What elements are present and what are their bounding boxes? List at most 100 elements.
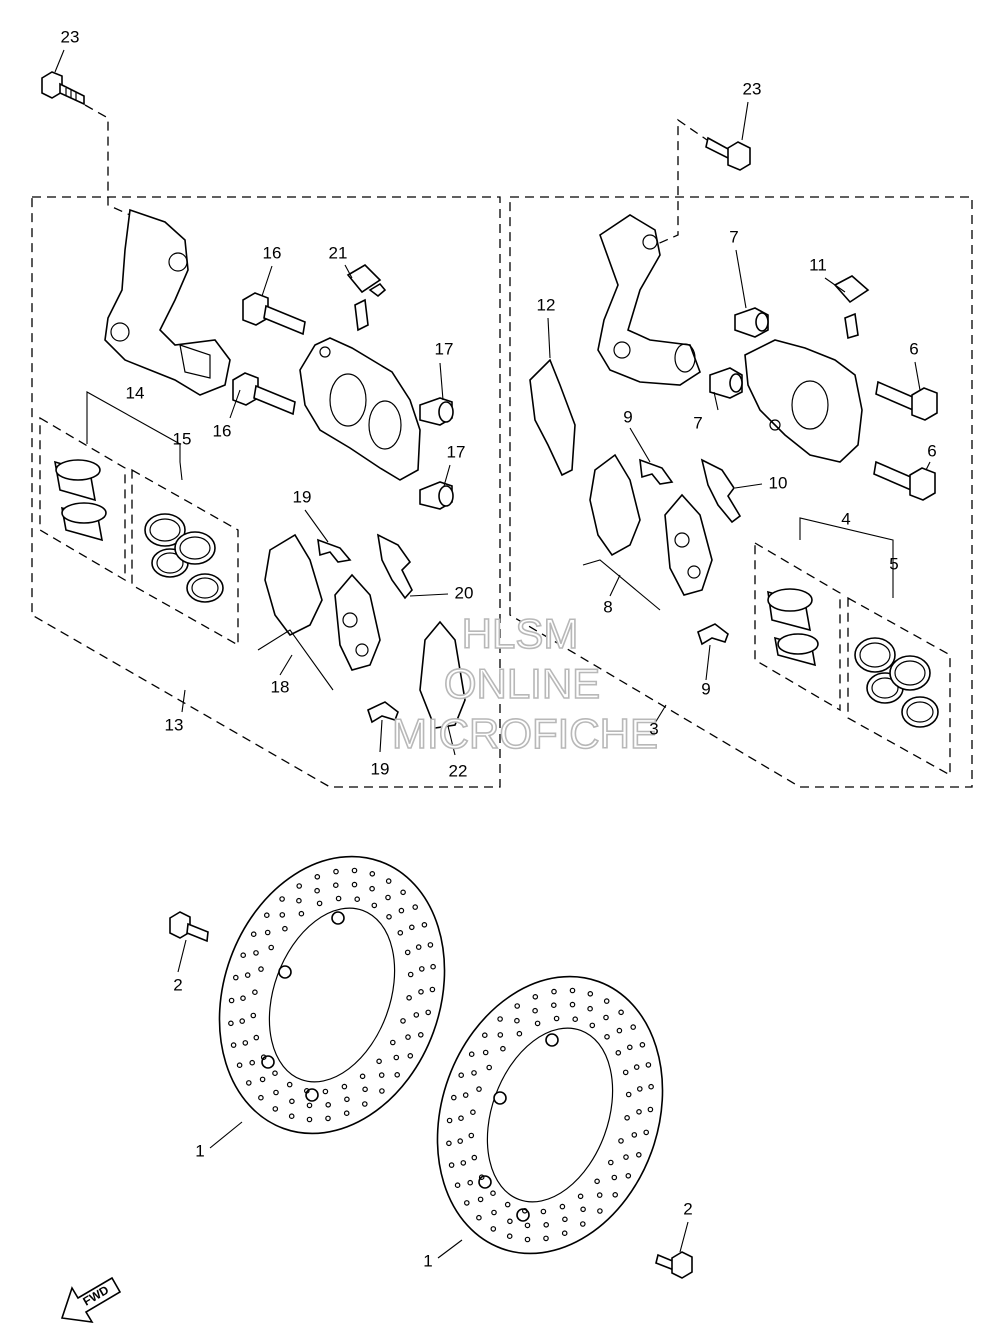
disc-drill-hole bbox=[389, 1039, 396, 1046]
callout-6-upper: 6 bbox=[909, 339, 918, 358]
brake-disc-1-lower bbox=[436, 975, 664, 1255]
disc-drill-hole bbox=[635, 1152, 642, 1158]
watermark-line-2: ONLINE bbox=[444, 660, 600, 707]
disc-drill-hole bbox=[397, 929, 404, 936]
disc-drill-hole bbox=[427, 942, 434, 948]
callout-10: 10 bbox=[769, 473, 788, 492]
disc-drill-hole bbox=[611, 1174, 618, 1181]
callout-4: 4 bbox=[841, 509, 850, 528]
caliper-left-bleed-hole bbox=[319, 346, 331, 358]
disc-drill-hole bbox=[615, 1050, 622, 1056]
caliper-right-bore bbox=[791, 380, 829, 430]
disc-drill-hole bbox=[296, 897, 302, 904]
disc-drill-hole bbox=[341, 1083, 348, 1090]
bleed-screw-21 bbox=[346, 263, 387, 332]
disc-drill-hole bbox=[240, 952, 247, 959]
disc-drill-hole bbox=[470, 1109, 476, 1116]
disc-drill-hole bbox=[385, 894, 391, 901]
disc-drill-hole bbox=[258, 966, 264, 972]
disc-drill-hole bbox=[408, 924, 415, 931]
disc-drill-hole bbox=[344, 1096, 350, 1103]
caliper-bolt-16-upper bbox=[242, 292, 306, 336]
disc-drill-hole bbox=[250, 931, 257, 938]
disc-drill-hole bbox=[386, 913, 392, 920]
seal-rings-5 bbox=[854, 637, 939, 728]
callout-23-left: 23 bbox=[61, 27, 80, 46]
disc-drill-hole bbox=[398, 907, 405, 914]
watermark-line-3: MICROFICHE bbox=[392, 710, 658, 757]
disc-drill-hole bbox=[288, 1113, 295, 1120]
disc-bolt-2-upper bbox=[169, 911, 209, 943]
disc-drill-hole bbox=[244, 972, 251, 978]
disc-drill-hole bbox=[236, 1062, 243, 1069]
callout-23-right: 23 bbox=[743, 79, 762, 98]
disc-drill-hole bbox=[507, 1218, 513, 1225]
seal-kit-5-boundary bbox=[847, 596, 951, 777]
disc-drill-hole bbox=[230, 1042, 237, 1048]
disc-drill-hole bbox=[607, 1159, 614, 1166]
callout-19-lower: 19 bbox=[371, 759, 390, 778]
brake-disc-dots-lower bbox=[446, 987, 654, 1243]
callout-17-lower: 17 bbox=[447, 442, 466, 461]
callout-8: 8 bbox=[603, 597, 612, 616]
disc-drill-hole bbox=[631, 1132, 638, 1138]
disc-drill-hole bbox=[471, 1070, 477, 1076]
piston-set-4-boundary bbox=[754, 541, 841, 712]
callout-14: 14 bbox=[126, 383, 145, 402]
disc-drill-hole bbox=[490, 1190, 496, 1197]
brake-disc-dots-upper bbox=[228, 867, 436, 1123]
disc-drill-hole bbox=[306, 1116, 313, 1123]
disc-drill-hole bbox=[400, 1018, 406, 1024]
disc-drill-hole bbox=[647, 1106, 654, 1113]
bleed-screw-11 bbox=[833, 275, 870, 340]
watermark-line-1: HLSM bbox=[462, 610, 579, 657]
disc-drill-hole bbox=[616, 1027, 623, 1034]
callout-labels: 23 23 16 16 21 17 17 14 15 19 19 20 18 1… bbox=[61, 27, 937, 1270]
piston-pair-14 bbox=[53, 459, 107, 542]
disc-drill-hole bbox=[233, 974, 239, 981]
disc-drill-hole bbox=[253, 1034, 260, 1041]
disc-drill-hole bbox=[587, 1005, 593, 1012]
dust-boot-17-lower bbox=[419, 481, 454, 510]
disc-drill-hole bbox=[618, 1138, 624, 1144]
disc-drill-hole bbox=[228, 997, 235, 1004]
disc-drill-hole bbox=[430, 963, 436, 970]
disc-drill-hole bbox=[454, 1182, 461, 1189]
forward-direction-arrow: FWD bbox=[60, 1276, 122, 1324]
callout-6-lower: 6 bbox=[927, 441, 936, 460]
callout-13: 13 bbox=[165, 715, 184, 734]
callout-9-upper: 9 bbox=[623, 407, 632, 426]
disc-drill-hole bbox=[273, 1089, 279, 1096]
disc-drill-hole bbox=[476, 1214, 482, 1221]
disc-drill-hole bbox=[462, 1092, 469, 1098]
disc-drill-hole bbox=[385, 878, 392, 884]
disc-drill-hole bbox=[622, 1069, 629, 1076]
disc-drill-hole bbox=[253, 950, 259, 956]
disc-drill-hole bbox=[371, 902, 378, 909]
disc-drill-hole bbox=[626, 1044, 633, 1051]
disc-drill-hole bbox=[325, 1115, 331, 1122]
disc-drill-hole bbox=[500, 1045, 506, 1052]
disc-drill-hole bbox=[250, 1012, 257, 1019]
brake-pads-8 bbox=[589, 453, 713, 596]
caliper-assembly-13-boundary bbox=[31, 196, 501, 788]
disc-drill-hole bbox=[376, 1058, 382, 1065]
piston-pair-4 bbox=[767, 588, 819, 667]
disc-drill-hole bbox=[450, 1094, 457, 1101]
disc-drill-hole bbox=[490, 1226, 497, 1232]
disc-drill-hole bbox=[412, 904, 419, 910]
bolt-23-right bbox=[705, 136, 751, 171]
callout-2-lower: 2 bbox=[683, 1199, 692, 1218]
disc-drill-hole bbox=[268, 944, 275, 951]
pad-clip-19-upper bbox=[317, 538, 352, 563]
pad-clip-9-upper bbox=[639, 458, 674, 485]
callout-2-upper: 2 bbox=[173, 975, 182, 994]
bolt-23-left bbox=[41, 71, 85, 106]
disc-drill-hole bbox=[532, 993, 539, 1000]
disc-drill-hole bbox=[504, 1201, 511, 1208]
disc-drill-hole bbox=[624, 1115, 630, 1121]
disc-drill-hole bbox=[333, 868, 339, 875]
disc-drill-hole bbox=[306, 1102, 313, 1109]
disc-drill-hole bbox=[532, 1007, 538, 1014]
